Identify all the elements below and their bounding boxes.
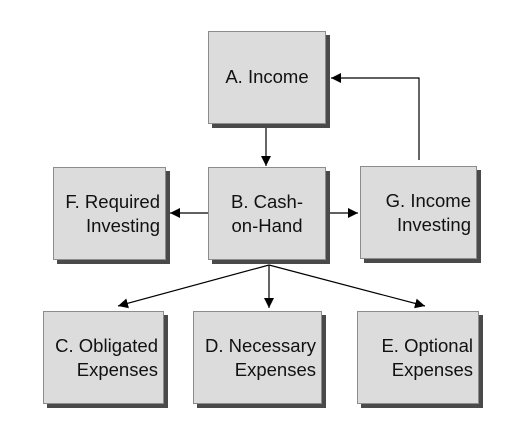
- node-c-obligated-expenses: C. Obligated Expenses: [43, 311, 164, 404]
- node-f-required-investing: F. Required Investing: [53, 167, 166, 260]
- node-d-necessary-expenses: D. Necessary Expenses: [193, 311, 322, 404]
- node-f-line-2: Investing: [85, 214, 160, 236]
- node-g-line-1: G. Income: [385, 189, 471, 211]
- node-c-line-2: Expenses: [76, 358, 158, 380]
- arrow-b-to-c: [117, 264, 270, 309]
- node-e-optional-expenses: E. Optional Expenses: [357, 311, 479, 404]
- node-e-line-1: E. Optional: [381, 334, 473, 356]
- arrow-b-to-e: [268, 264, 426, 309]
- node-c-line-1: C. Obligated: [55, 334, 158, 356]
- node-e-line-2: Expenses: [391, 358, 473, 380]
- node-g-line-2: Investing: [396, 213, 471, 235]
- node-a-line-1: A. Income: [225, 65, 309, 87]
- node-b-line-1: B. Cash-: [231, 190, 303, 212]
- node-f-line-1: F. Required: [65, 190, 160, 212]
- node-a-income: A. Income: [208, 31, 326, 124]
- node-g-income-investing: G. Income Investing: [360, 166, 477, 259]
- node-b-cash-on-hand: B. Cash- on-Hand: [208, 167, 326, 260]
- node-d-line-2: Expenses: [234, 358, 316, 380]
- arrow-g-to-a: [331, 73, 420, 160]
- node-d-line-1: D. Necessary: [204, 334, 316, 356]
- node-b-line-2: on-Hand: [231, 214, 303, 236]
